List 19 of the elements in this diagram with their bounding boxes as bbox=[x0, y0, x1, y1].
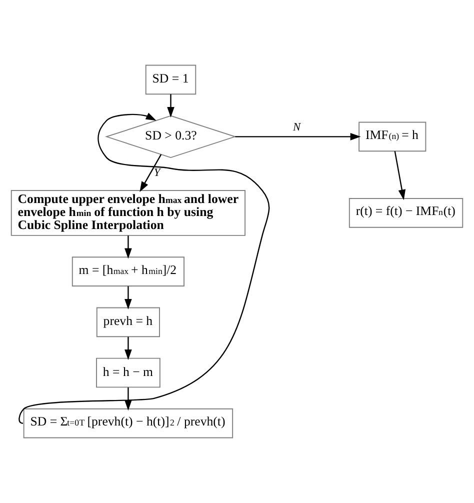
arrow bbox=[124, 286, 132, 310]
arrow bbox=[394, 151, 406, 200]
node-box: Compute upper envelope hmax and lower envelope hmin of function h by using Cubic Spline Interpolation bbox=[10, 190, 246, 236]
node-diamond: SD > 0.3? bbox=[104, 115, 237, 158]
node-box: SD = 1 bbox=[145, 64, 196, 95]
arrow bbox=[140, 154, 162, 192]
edge-label: Y bbox=[154, 167, 160, 180]
node-box: IMF(n) = h bbox=[358, 122, 426, 152]
node-box: prevh = h bbox=[96, 307, 160, 338]
arrow bbox=[124, 387, 132, 411]
edge-label: N bbox=[293, 121, 301, 134]
arrow bbox=[124, 236, 132, 259]
node-box: r(t) = f(t) − IMFn(t) bbox=[348, 198, 464, 228]
node-box: h = h − m bbox=[96, 358, 160, 388]
node-box: SD = Σt=0T [prevh(t) − h(t)]2 / prevh(t) bbox=[23, 408, 234, 438]
arrow bbox=[167, 94, 174, 118]
node-box: m = [hmax + hmin]/2 bbox=[72, 256, 184, 287]
arrow bbox=[235, 133, 361, 140]
arrow bbox=[124, 336, 132, 360]
